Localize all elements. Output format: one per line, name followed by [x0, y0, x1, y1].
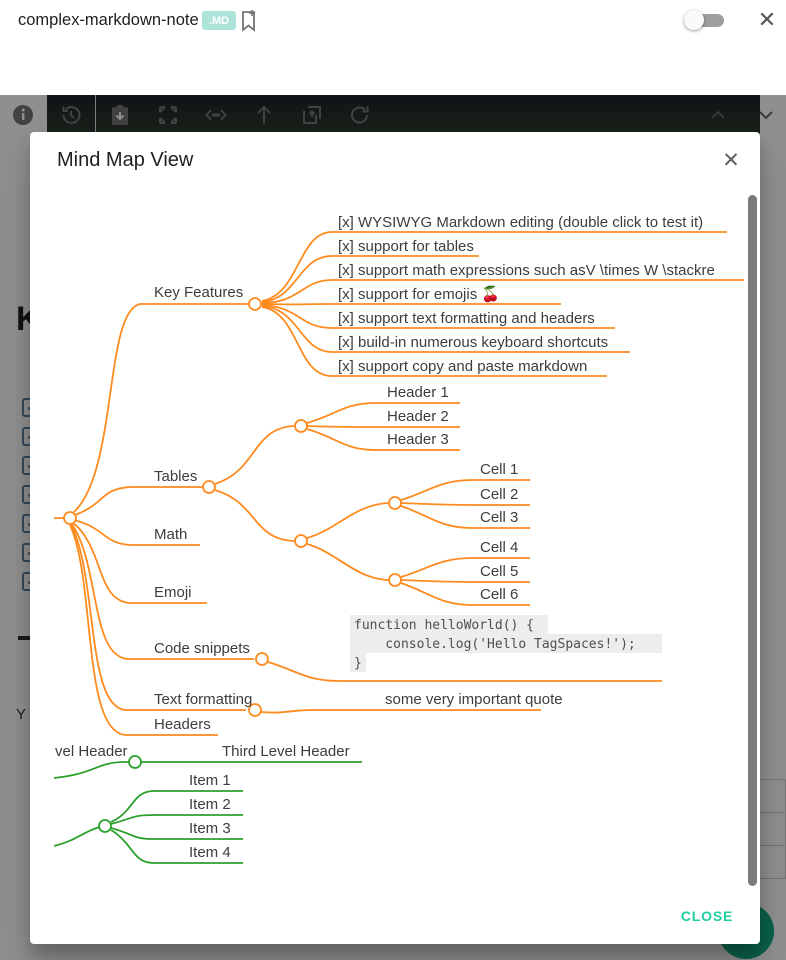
dialog-scrollbar-thumb[interactable] — [748, 195, 757, 886]
table-cell: Cell 6 — [480, 586, 518, 603]
doc-paragraph: Y — [16, 706, 27, 723]
bookmark-plus-icon — [242, 10, 255, 32]
viewer-toolbar — [0, 45, 786, 135]
tables-label: Tables — [154, 468, 197, 485]
quote-label: some very important quote — [385, 691, 563, 708]
list-item: Item 2 — [189, 796, 231, 813]
list-item: Item 3 — [189, 820, 231, 837]
second-level-node[interactable] — [128, 755, 142, 769]
dialog-close-icon[interactable]: ✕ — [722, 148, 740, 172]
table-cell: Cell 3 — [480, 509, 518, 526]
table-cell: Cell 1 — [480, 461, 518, 478]
reload-icon[interactable] — [348, 103, 372, 127]
key-features-node[interactable] — [248, 297, 262, 311]
file-type-badge: .MD — [202, 11, 236, 30]
mindmap-orange-nodes[interactable] — [63, 297, 402, 717]
code-icon[interactable] — [204, 103, 228, 127]
table-cell: Cell 4 — [480, 539, 518, 556]
code-line: function helloWorld() { — [354, 618, 534, 633]
kf-item: [x] WYSIWYG Markdown editing (double cli… — [338, 214, 703, 231]
upload-icon[interactable] — [252, 103, 276, 127]
mindmap-green-links — [54, 761, 362, 864]
close-button[interactable]: CLOSE — [668, 898, 746, 934]
editable-toggle-thumb[interactable] — [684, 10, 704, 30]
kf-item: [x] support for emojis 🍒 — [338, 285, 500, 303]
file-title: complex-markdown-note — [18, 11, 199, 29]
key-features-label: Key Features — [154, 284, 243, 301]
third-level-header-label: Third Level Header — [222, 743, 350, 760]
chevron-down-icon[interactable] — [754, 105, 778, 129]
list-item: Item 4 — [189, 844, 231, 861]
code-line: console.log('Hello TagSpaces!'); — [354, 637, 636, 652]
second-level-header-label: vel Header — [55, 743, 128, 760]
kf-item: [x] support math expressions such asV \t… — [338, 262, 715, 279]
kf-item: [x] support text formatting and headers — [338, 310, 595, 327]
code-block — [350, 615, 662, 672]
mindmap-canvas[interactable]: r Key Features [x] WYSIWYG Markdown edit… — [54, 188, 746, 890]
window-close-button[interactable]: ✕ — [757, 7, 777, 32]
text-formatting-node[interactable] — [248, 703, 262, 717]
list-item: Item 1 — [189, 772, 231, 789]
headers-label: Headers — [154, 716, 211, 733]
cell-rows-node[interactable] — [294, 534, 308, 548]
table-cell: Cell 2 — [480, 486, 518, 503]
header-row-node[interactable] — [294, 419, 308, 433]
items-node[interactable] — [98, 819, 112, 833]
emoji-label: Emoji — [154, 584, 192, 601]
open-in-window-icon[interactable] — [300, 103, 324, 127]
code-snippets-node[interactable] — [255, 652, 269, 666]
dialog-title: Mind Map View — [57, 149, 194, 171]
code-line: } — [354, 656, 362, 671]
fullscreen-icon[interactable] — [156, 103, 180, 127]
code-snippets-label: Code snippets — [154, 640, 250, 657]
kf-item: [x] support for tables — [338, 238, 474, 255]
toolbar-divider — [95, 95, 96, 135]
header-cell: Header 2 — [387, 408, 449, 425]
info-icon[interactable] — [11, 103, 35, 127]
tables-node[interactable] — [202, 480, 216, 494]
bookmark-add-button[interactable] — [239, 9, 259, 33]
root-node[interactable] — [63, 511, 77, 525]
clipboard-save-icon[interactable] — [108, 103, 132, 127]
header-cell: Header 1 — [387, 384, 449, 401]
header-cell: Header 3 — [387, 431, 449, 448]
cell-row-a-node[interactable] — [388, 496, 402, 510]
mindmap-green-nodes[interactable] — [98, 755, 142, 833]
kf-item: [x] support copy and paste markdown — [338, 358, 587, 375]
chevron-up-icon[interactable] — [706, 105, 730, 129]
math-label: Math — [154, 526, 187, 543]
window-titlebar: complex-markdown-note .MD ✕ — [0, 0, 786, 45]
table-cell: Cell 5 — [480, 563, 518, 580]
mindmap-orange-links — [54, 231, 744, 736]
history-icon[interactable] — [59, 103, 83, 127]
text-formatting-label: Text formatting — [154, 691, 252, 708]
cell-row-b-node[interactable] — [388, 573, 402, 587]
kf-item: [x] build-in numerous keyboard shortcuts — [338, 334, 608, 351]
mindmap-dialog: Mind Map View ✕ — [30, 132, 760, 944]
